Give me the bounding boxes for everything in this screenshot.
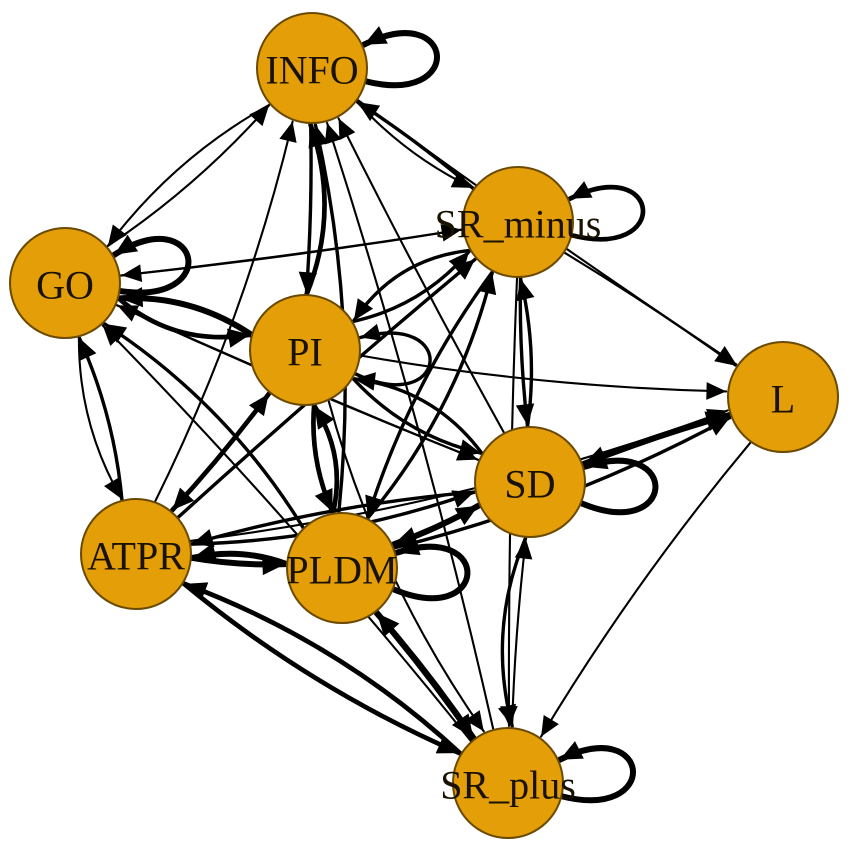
edges-layer: [77, 26, 753, 804]
arrow-SR_plus-to-SR_plus: [559, 741, 584, 760]
edge-PI-to-L: [358, 354, 728, 393]
edge-SD-to-SD: [576, 457, 659, 516]
edge-PLDM-to-PLDM: [388, 543, 471, 602]
node-L: L: [727, 341, 839, 453]
arrow-INFO-to-PI: [298, 271, 318, 294]
edge-L-to-SR_plus: [540, 440, 753, 738]
edge-GO-to-INFO: [105, 104, 271, 248]
node-ATPR: ATPR: [80, 498, 192, 610]
node-SR_plus: SR_plus: [440, 727, 576, 839]
arrow-SR_plus-to-SD: [514, 538, 533, 560]
arrow-PI-to-SR_plus: [465, 710, 484, 732]
arrow-INFO-to-INFO: [363, 26, 388, 45]
node-circle-GO: [9, 227, 121, 339]
node-circle-SR_minus: [462, 166, 574, 278]
edge-SD-to-INFO: [337, 117, 506, 435]
node-label-SR_plus: SR_plus: [440, 763, 576, 808]
arrow-SD-to-INFO: [338, 118, 356, 141]
node-circle-SD: [474, 426, 586, 538]
node-circle-PLDM: [286, 512, 398, 624]
node-label-PLDM: PLDM: [286, 548, 397, 593]
edge-GO-to-ATPR: [77, 335, 123, 500]
arrow-SD-to-PI: [354, 372, 376, 391]
arrow-SR_plus-to-PLDM: [376, 613, 400, 637]
node-label-PI: PI: [287, 330, 323, 375]
node-circle-L: [727, 341, 839, 453]
arrow-ATPR-to-SR_minus: [453, 259, 475, 280]
edge-ATPR-to-INFO: [153, 120, 294, 504]
node-circle-ATPR: [80, 498, 192, 610]
edge-SR_plus-to-SR_plus: [556, 745, 636, 804]
arrow-GO-to-GO: [114, 234, 139, 255]
edge-SR_minus-to-L: [562, 251, 737, 367]
edge-PLDM-to-SR_minus: [365, 271, 494, 521]
edge-SD-to-SR_plus: [500, 535, 528, 728]
arrow-SR_plus-to-GO: [102, 325, 123, 346]
edge-INFO-to-GO: [106, 103, 272, 247]
arrow-SD-to-SR_minus: [516, 278, 535, 302]
arrow-INFO-to-GO: [107, 224, 127, 246]
arrow-PLDM-to-PI: [314, 406, 335, 430]
edge-PLDM-to-GO: [103, 322, 306, 531]
node-SR_minus: SR_minus: [435, 166, 602, 278]
arrow-PI-to-PI: [360, 323, 382, 341]
edge-SR_plus-to-GO: [101, 324, 473, 743]
node-circle-SR_plus: [452, 727, 564, 839]
arrow-ATPR-to-L: [705, 408, 728, 426]
arrow-L-to-SR_plus: [541, 715, 559, 737]
arrow-SR_minus-to-L: [714, 346, 736, 366]
arrow-SR_minus-to-SR_minus: [569, 181, 593, 199]
arrow-ATPR-to-SD: [451, 490, 474, 508]
arrow-GO-to-INFO: [249, 105, 270, 127]
edge-ATPR-to-SR_plus: [180, 580, 462, 756]
arrow-PLDM-to-ATPR: [192, 543, 218, 563]
arrow-PI-to-SD: [458, 439, 481, 458]
arrow-PI-to-L: [706, 382, 727, 400]
node-INFO: INFO: [256, 12, 368, 124]
arrow-SR_plus-to-ATPR: [184, 582, 209, 601]
arrow-ATPR-to-PI: [248, 393, 269, 417]
edge-ATPR-to-GO: [77, 336, 124, 503]
arrow-PI-to-GO: [119, 287, 144, 308]
arrow-SD-to-GO: [117, 305, 140, 322]
edge-ATPR-to-L: [188, 409, 729, 543]
arrow-INFO-to-SR_minus: [450, 171, 473, 188]
arrow-ATPR-to-INFO: [279, 121, 297, 143]
node-label-GO: GO: [36, 263, 94, 308]
arrow-PLDM-to-SR_minus: [478, 272, 497, 296]
node-label-SD: SD: [504, 462, 555, 507]
arrow-GO-to-SR_minus: [440, 224, 462, 242]
node-label-INFO: INFO: [265, 48, 358, 93]
edge-INFO-to-INFO: [360, 30, 440, 89]
edge-SR_plus-to-INFO: [326, 121, 495, 732]
edge-SR_minus-to-PLDM: [366, 269, 495, 519]
node-label-L: L: [771, 377, 795, 422]
arrow-SR_minus-to-PI: [353, 298, 374, 321]
node-PLDM: PLDM: [286, 512, 398, 624]
node-circle-PI: [249, 294, 361, 406]
arrow-SR_minus-to-GO: [121, 264, 143, 282]
arrow-SR_plus-to-INFO: [324, 122, 342, 145]
node-label-SR_minus: SR_minus: [435, 202, 602, 247]
node-GO: GO: [9, 227, 121, 339]
arrow-ATPR-to-GO: [79, 338, 97, 361]
node-SD: SD: [474, 426, 586, 538]
edge-GO-to-GO: [111, 236, 192, 296]
edge-SD-to-ATPR: [190, 490, 478, 546]
arrow-PLDM-to-SD: [454, 505, 479, 526]
arrow-GO-to-PI: [227, 328, 251, 348]
arrow-PI-to-PLDM: [314, 488, 333, 512]
edge-SR_plus-to-SD: [510, 537, 527, 730]
edge-SR_plus-to-ATPR: [182, 581, 464, 757]
node-label-ATPR: ATPR: [87, 534, 185, 579]
arrow-SR_minus-to-INFO: [357, 102, 381, 122]
node-PI: PI: [249, 294, 361, 406]
node-circle-INFO: [256, 12, 368, 124]
edge-SR_minus-to-SR_minus: [567, 184, 646, 242]
arrow-PLDM-to-INFO: [310, 124, 330, 148]
arrow-GO-to-ATPR: [104, 477, 122, 499]
edge-GO-to-SR_minus: [118, 228, 463, 277]
